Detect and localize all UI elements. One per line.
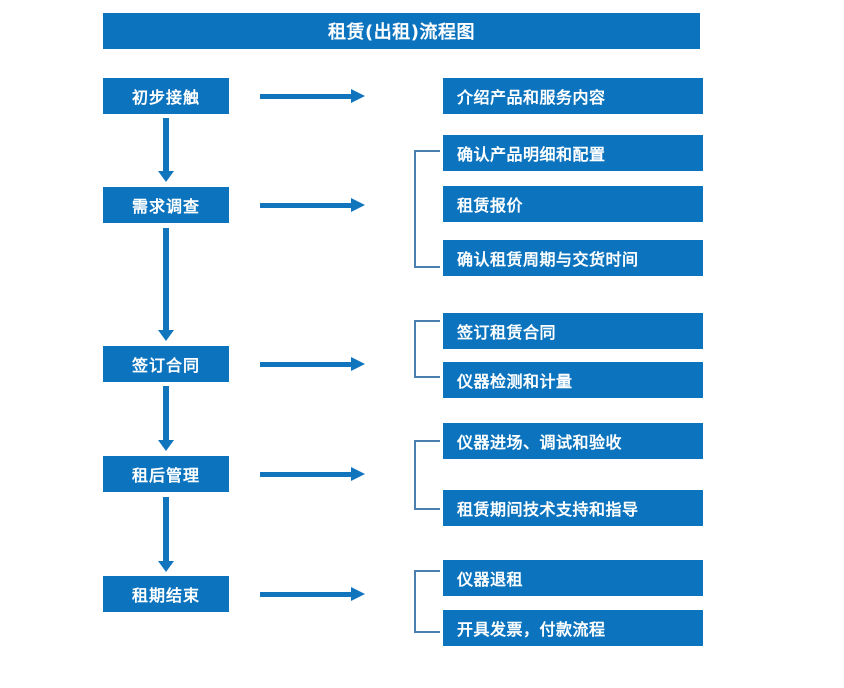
stage-box-xuqiu-diaocha[interactable]: 需求调查 bbox=[103, 187, 229, 223]
detail-box-queren-zulin-zhouqi[interactable]: 确认租赁周期与交货时间 bbox=[443, 240, 703, 276]
vertical-arrow-stage2-to-stage3 bbox=[158, 228, 174, 341]
detail-box-jieshao-chanpin[interactable]: 介绍产品和服务内容 bbox=[443, 78, 703, 114]
group-bracket-stage5 bbox=[414, 570, 440, 633]
arrow-shaft bbox=[260, 203, 352, 208]
horizontal-arrow-stage3 bbox=[260, 357, 365, 371]
arrow-head-icon bbox=[351, 89, 365, 103]
arrow-shaft bbox=[163, 386, 169, 440]
arrow-shaft bbox=[163, 118, 169, 171]
stage-box-zuhou-guanli[interactable]: 租后管理 bbox=[103, 456, 229, 492]
detail-box-kaiju-fapiao[interactable]: 开具发票，付款流程 bbox=[443, 610, 703, 646]
arrow-shaft bbox=[163, 497, 169, 561]
group-bracket-stage2 bbox=[414, 150, 440, 268]
arrow-head-icon bbox=[351, 198, 365, 212]
detail-box-zulin-baojia[interactable]: 租赁报价 bbox=[443, 186, 703, 222]
arrow-head-icon bbox=[158, 440, 174, 451]
arrow-head-icon bbox=[158, 330, 174, 341]
vertical-arrow-stage3-to-stage4 bbox=[158, 386, 174, 451]
horizontal-arrow-stage4 bbox=[260, 467, 365, 481]
arrow-head-icon bbox=[158, 171, 174, 182]
detail-box-yiqi-jiance-jiliang[interactable]: 仪器检测和计量 bbox=[443, 362, 703, 398]
detail-box-queren-chanpin-mingxi[interactable]: 确认产品明细和配置 bbox=[443, 135, 703, 171]
group-bracket-stage4 bbox=[414, 440, 440, 510]
horizontal-arrow-stage2 bbox=[260, 198, 365, 212]
vertical-arrow-stage4-to-stage5 bbox=[158, 497, 174, 572]
horizontal-arrow-stage1 bbox=[260, 89, 365, 103]
stage-box-zuqi-jieshu[interactable]: 租期结束 bbox=[103, 576, 229, 612]
stage-box-qianding-hetong[interactable]: 签订合同 bbox=[103, 346, 229, 382]
vertical-arrow-stage1-to-stage2 bbox=[158, 118, 174, 182]
arrow-shaft bbox=[260, 362, 352, 367]
detail-box-yiqi-jinchang-tiaoshi[interactable]: 仪器进场、调试和验收 bbox=[443, 423, 703, 459]
group-bracket-stage3 bbox=[414, 320, 440, 378]
arrow-shaft bbox=[260, 592, 352, 597]
horizontal-arrow-stage5 bbox=[260, 587, 365, 601]
arrow-head-icon bbox=[351, 357, 365, 371]
arrow-head-icon bbox=[351, 587, 365, 601]
stage-box-chubu-jiechu[interactable]: 初步接触 bbox=[103, 78, 229, 114]
diagram-title: 租赁(出租)流程图 bbox=[103, 13, 700, 49]
arrow-shaft bbox=[260, 472, 352, 477]
detail-box-yiqi-tuizu[interactable]: 仪器退租 bbox=[443, 560, 703, 596]
detail-box-qianding-zulin-hetong[interactable]: 签订租赁合同 bbox=[443, 313, 703, 349]
arrow-head-icon bbox=[158, 561, 174, 572]
arrow-head-icon bbox=[351, 467, 365, 481]
arrow-shaft bbox=[163, 228, 169, 330]
detail-box-zulin-qijian-jishu-zhichi[interactable]: 租赁期间技术支持和指导 bbox=[443, 490, 703, 526]
arrow-shaft bbox=[260, 94, 352, 99]
